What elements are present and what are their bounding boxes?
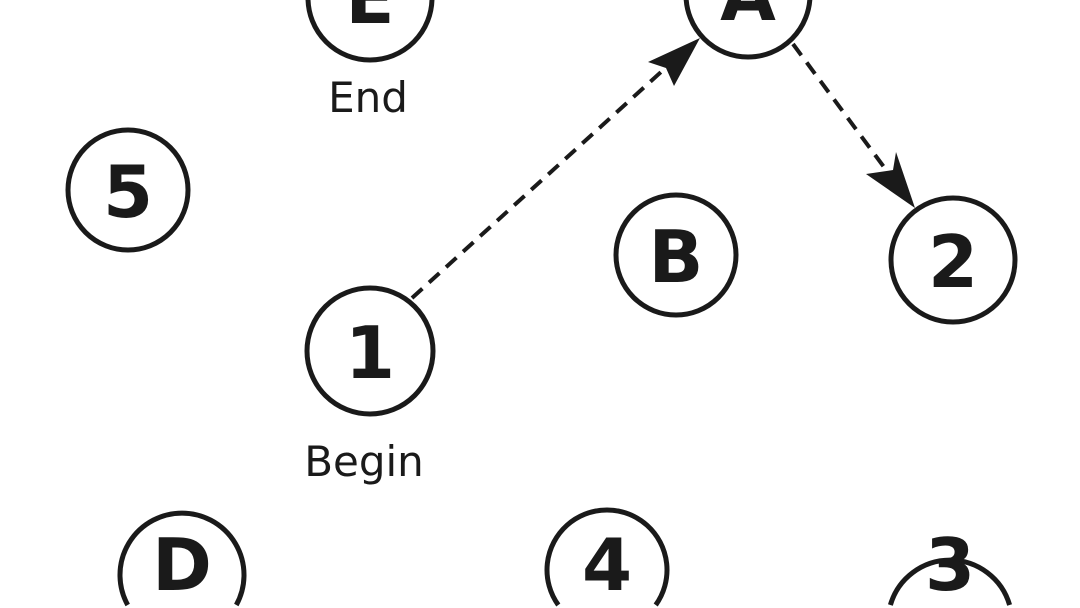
svg-text:A: A	[720, 0, 776, 37]
edge-1-to-A	[410, 38, 700, 300]
node-2: 2	[888, 195, 1018, 325]
node-1: 1	[304, 285, 436, 417]
node-4: 4	[544, 507, 670, 607]
node-B: B	[613, 192, 739, 318]
node-A: A	[683, 0, 813, 60]
caption-end: End	[328, 73, 408, 122]
svg-text:1: 1	[345, 311, 395, 395]
svg-text:5: 5	[103, 150, 153, 234]
edge-A-to-2	[791, 42, 915, 208]
svg-text:B: B	[649, 215, 704, 299]
caption-begin: Begin	[304, 437, 424, 486]
svg-text:3: 3	[925, 523, 975, 607]
svg-text:4: 4	[582, 523, 632, 607]
node-D: D	[117, 510, 247, 607]
node-3: 3	[887, 523, 1013, 607]
node-5: 5	[65, 127, 191, 253]
svg-text:2: 2	[928, 220, 978, 304]
node-E: E	[305, 0, 435, 63]
svg-text:D: D	[152, 523, 212, 607]
svg-text:E: E	[345, 0, 394, 40]
